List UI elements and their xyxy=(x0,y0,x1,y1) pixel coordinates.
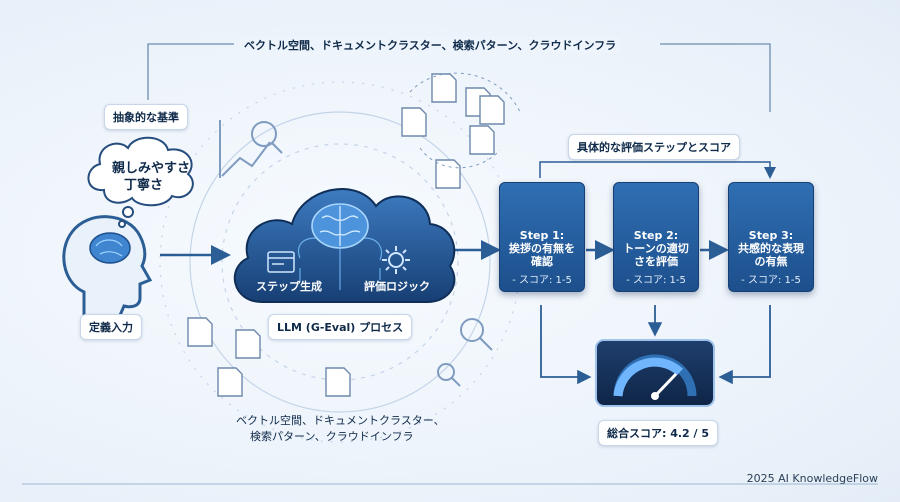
gear-icon xyxy=(382,246,410,274)
thought-bubble xyxy=(87,136,194,228)
step-1-score: - スコア: 1-5 xyxy=(512,275,572,286)
step-3-score: - スコア: 1-5 xyxy=(741,275,801,286)
step-2-head: Step 2: xyxy=(633,229,679,242)
magnifier-icon-bottom xyxy=(437,318,493,387)
top-caption: ベクトル空間、ドキュメントクラスター、検索パターン、クラウドインフラ xyxy=(240,37,621,53)
step-card-3: Step 3:共感的な表現の有無 - スコア: 1-5 xyxy=(728,182,814,292)
document-cluster-bottom xyxy=(187,317,351,397)
abstract-criteria-tag: 抽象的な基準 xyxy=(104,104,188,130)
llm-process-tag: LLM (G-Eval) プロセス xyxy=(268,314,413,340)
footer-credit: 2025 AI KnowledgeFlow xyxy=(746,472,878,485)
thought-line-1: 親しみやすさ xyxy=(112,161,191,176)
step-card-2: Step 2:トーンの適切さを評価 - スコア: 1-5 xyxy=(613,182,699,292)
step-generation-label: ステップ生成 xyxy=(256,280,322,293)
evaluation-logic-label: 評価ロジック xyxy=(364,280,430,293)
step-1-line-2: 確認 xyxy=(531,255,553,268)
step-1-line-1: 挨拶の有無を xyxy=(509,242,575,255)
score-gauge xyxy=(595,339,715,407)
concrete-steps-tag: 具体的な評価ステップとスコア xyxy=(568,134,740,160)
arrow-step3-to-gauge xyxy=(718,305,771,385)
steps-bracket-line xyxy=(539,161,776,179)
window-settings-icon xyxy=(267,251,295,273)
step-3-line-1: 共感的な表現 xyxy=(738,242,804,255)
step-1-head: Step 1: xyxy=(519,229,565,242)
definition-input-tag: 定義入力 xyxy=(80,314,142,340)
arrow-step1-to-gauge xyxy=(540,305,592,385)
step-3-head: Step 3: xyxy=(748,229,794,242)
bottom-caption-line-1: ベクトル空間、ドキュメントクラスター、 xyxy=(236,414,445,427)
step-2-line-1: トーンの適切 xyxy=(623,242,689,255)
head-silhouette-icon xyxy=(62,215,153,322)
step-card-1: Step 1:挨拶の有無を確認 - スコア: 1-5 xyxy=(499,182,585,292)
top-connector-line xyxy=(147,43,771,112)
step-2-score: - スコア: 1-5 xyxy=(626,275,686,286)
document-cluster-top xyxy=(401,73,505,189)
total-score-tag: 総合スコア: 4.2 / 5 xyxy=(598,420,719,446)
bottom-caption-line-2: 検索パターン、クラウドインフラ xyxy=(250,430,414,443)
step-2-line-2: さを評価 xyxy=(634,255,678,268)
step-3-line-2: の有無 xyxy=(754,255,788,268)
thought-line-2: 丁寧さ xyxy=(124,178,164,193)
chart-magnifier-icon xyxy=(219,120,283,178)
brain-icon xyxy=(311,203,369,249)
